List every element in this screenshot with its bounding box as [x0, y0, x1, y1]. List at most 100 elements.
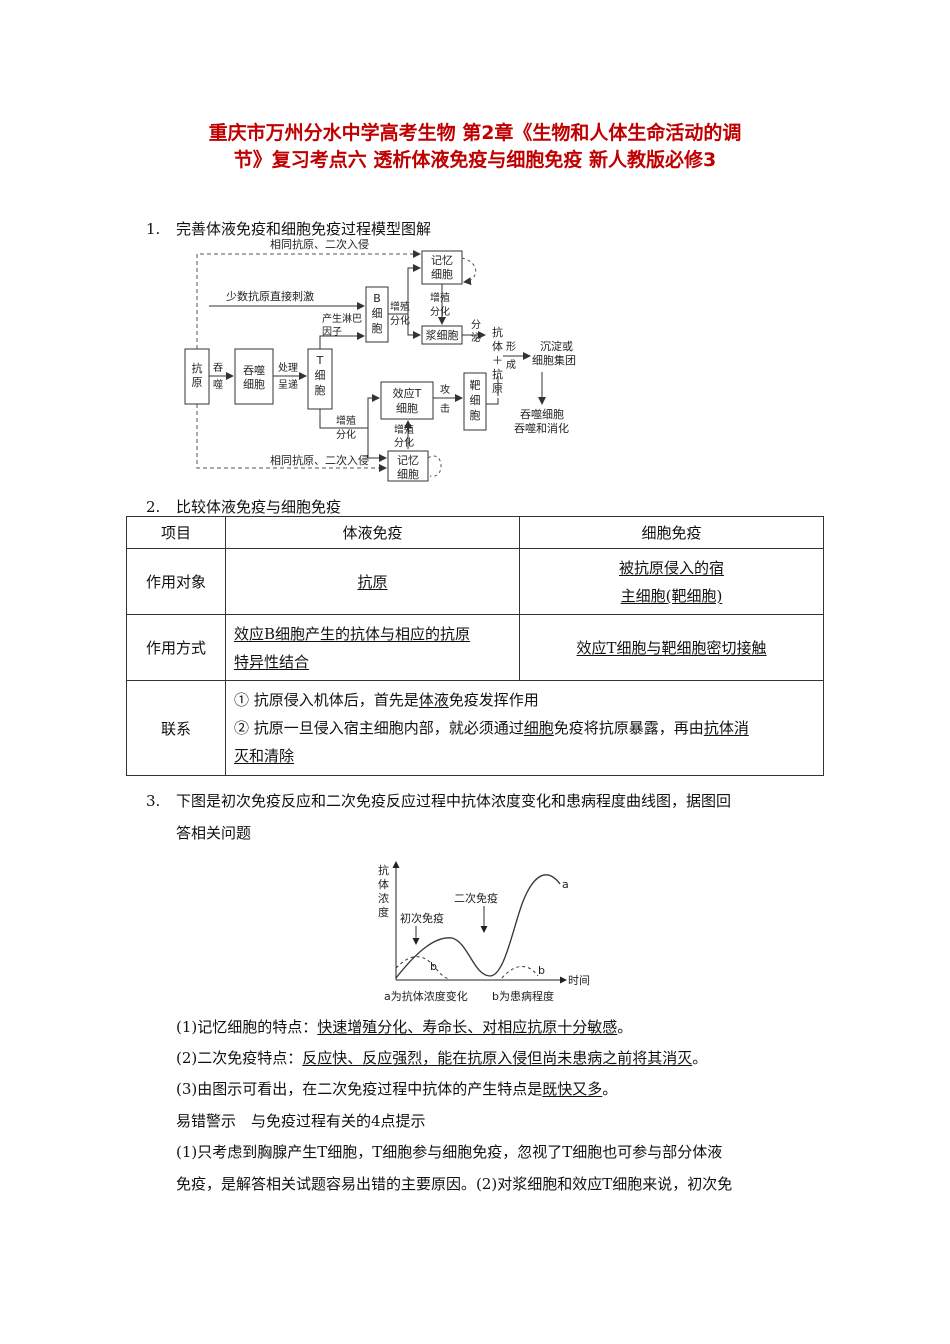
q1-suffix: 。 [617, 1018, 633, 1036]
section-1-text: 完善体液免疫和细胞免疫过程模型图解 [176, 220, 432, 238]
row1-cellular-a: 被抗原侵入的宿 [618, 558, 724, 577]
effector-t-box [380, 381, 434, 420]
process-label-1: 处理 [278, 362, 298, 374]
section-3-text-a: 下图是初次免疫反应和二次免疫反应过程中抗体浓度变化和患病程度曲线图，据图回 [176, 792, 732, 810]
arrow-t-b [319, 332, 365, 349]
row1-humoral: 抗原 [225, 548, 520, 615]
section-2-text: 比较体液免疫与细胞免疫 [176, 498, 342, 516]
row2-humoral: 效应B细胞产生的抗体与相应的抗原 特异性结合 [225, 614, 520, 681]
table-row: 作用方式 效应B细胞产生的抗体与相应的抗原 特异性结合 效应T细胞与靶细胞密切接… [126, 614, 824, 681]
target-text-2: 细 [470, 394, 481, 407]
q3-prefix: (3)由图示可看出，在二次免疫过程中抗体的产生特点是 [176, 1080, 543, 1098]
q2-suffix: 。 [692, 1049, 708, 1067]
memory2-text-1: 记忆 [397, 454, 419, 467]
target-text-3: 胞 [470, 409, 481, 422]
attack-label-2: 击 [440, 403, 450, 415]
curve-b-primary [395, 956, 451, 980]
bottom-loop-label: 相同抗原、二次入侵 [270, 453, 369, 467]
row3-label: 联系 [126, 680, 226, 776]
ylabel-1: 抗 [378, 863, 389, 877]
target-cell-box [463, 372, 487, 431]
digest-text-1: 吞噬细胞 [520, 407, 564, 421]
prolif1-label-1: 增殖 [390, 300, 410, 313]
curve-a [395, 874, 561, 979]
q3-suffix: 。 [602, 1080, 618, 1098]
row2-label: 作用方式 [126, 614, 226, 681]
antibody-text-3: ＋ [492, 354, 503, 367]
question-3: (3)由图示可看出，在二次免疫过程中抗体的产生特点是既快又多。 [176, 1078, 617, 1099]
antibody-text-2: 体 [492, 339, 503, 353]
section-2-number: 2. [146, 498, 161, 516]
secondary-label: 二次免疫 [454, 891, 498, 905]
engulf-label-1: 吞 [213, 362, 223, 374]
precipitate-text-2: 细胞集团 [532, 353, 576, 367]
row3-line2-key2: 抗体消 [703, 719, 749, 737]
row1-cellular-b: 主细胞(靶细胞) [620, 586, 723, 605]
row2-cellular: 效应T细胞与靶细胞密切接触 [519, 614, 824, 681]
section-2-heading: 2. 比较体液免疫与细胞免疫 [146, 496, 341, 517]
q2-prefix: (2)二次免疫特点： [176, 1049, 303, 1067]
arrow-t-memory2 [367, 428, 387, 462]
engulf-label-2: 噬 [213, 378, 223, 391]
section-3-heading: 3.下图是初次免疫反应和二次免疫反应过程中抗体浓度变化和患病程度曲线图，据图回 [146, 790, 731, 811]
prolif2-label-2: 分化 [336, 428, 356, 441]
secrete-label-2: 泌 [471, 331, 481, 344]
prolif2-label-1: 增殖 [336, 414, 356, 427]
row2-cellular-text: 效应T细胞与靶细胞密切接触 [576, 639, 767, 657]
row3-line1-key: 体液 [418, 691, 449, 709]
digest-text-2: 吞噬和消化 [514, 421, 569, 435]
prolif-v2-label-1: 增殖 [394, 423, 414, 436]
tip-paragraph-line-2: 免疫，是解答相关试题容易出错的主要原因。(2)对浆细胞和效应T细胞来说，初次免 [176, 1175, 733, 1193]
antibody-text-1: 抗 [492, 325, 503, 339]
process-label-2: 呈递 [278, 378, 298, 391]
prolif1-label-2: 分化 [390, 314, 410, 327]
form-label-2: 成 [506, 359, 516, 371]
warning-heading: 易错警示 与免疫过程有关的4点提示 [176, 1112, 426, 1130]
immune-flow-diagram: 抗 原 吞噬 细胞 T 细 胞 B 细 胞 记忆 细胞 浆细胞 效应T 细胞 靶… [184, 237, 576, 482]
lymphokine-label-2: 因子 [322, 326, 342, 338]
caption-b: b为患病程度 [492, 989, 554, 1003]
row3-line2-key: 细胞 [523, 719, 554, 737]
xlabel: 时间 [568, 974, 590, 987]
section-3-text-b: 答相关问题 [176, 824, 252, 842]
row3-content: ① 抗原侵入机体后，首先是体液免疫发挥作用 ② 抗原一旦侵入宿主细胞内部，就必须… [225, 680, 824, 776]
top-loop-arrow [196, 250, 421, 349]
section-1-number: 1. [146, 220, 161, 238]
effector-t-text-1: 效应T [393, 386, 422, 400]
ylabel-4: 度 [378, 905, 389, 919]
memory1-text-2: 细胞 [431, 268, 453, 281]
b-cell-text-2: 细 [372, 307, 383, 320]
q2-answer: 反应快、反应强烈，能在抗原入侵但尚未患病之前将其消灭 [302, 1049, 693, 1067]
row3-line1-pre: ① 抗原侵入机体后，首先是 [234, 691, 419, 709]
label-b2: b [538, 964, 545, 977]
secrete-label-1: 分 [471, 319, 481, 331]
curve-b-secondary [501, 966, 539, 979]
lymphokine-label-1: 产生淋巴 [322, 312, 362, 325]
few-antigen-label: 少数抗原直接刺激 [226, 289, 314, 303]
effector-t-text-2: 细胞 [396, 402, 418, 415]
table-row: 联系 ① 抗原侵入机体后，首先是体液免疫发挥作用 ② 抗原一旦侵入宿主细胞内部，… [126, 680, 824, 776]
caption-a: a为抗体浓度变化 [384, 989, 468, 1003]
memory1-text-1: 记忆 [431, 254, 453, 267]
header-cellular: 细胞免疫 [519, 516, 824, 549]
question-2: (2)二次免疫特点：反应快、反应强烈，能在抗原入侵但尚未患病之前将其消灭。 [176, 1047, 707, 1068]
top-loop-label: 相同抗原、二次入侵 [270, 237, 369, 251]
arrow-target-up [486, 398, 499, 405]
phagocyte-text-2: 细胞 [243, 378, 265, 391]
title-line-1: 重庆市万州分水中学高考生物 第2章《生物和人体生命活动的调 [208, 122, 742, 144]
prolif-v1-label-1: 增殖 [430, 291, 450, 304]
row2-humoral-b: 特异性结合 [234, 652, 310, 671]
label-b1: b [430, 960, 437, 973]
prolif-v1-label-2: 分化 [430, 305, 450, 318]
memory-cell-box-2 [387, 450, 429, 482]
page-title: 重庆市万州分水中学高考生物 第2章《生物和人体生命活动的调 节》复习考点六 透析… [100, 120, 850, 174]
header-item: 项目 [126, 516, 226, 549]
target-text-1: 靶 [470, 379, 481, 392]
arrow-b-plasma [407, 314, 421, 339]
row1-label: 作用对象 [126, 548, 226, 615]
question-1: (1)记忆细胞的特点：快速增殖分化、寿命长、对相应抗原十分敏感。 [176, 1016, 632, 1037]
precipitate-text-1: 沉淀或 [540, 339, 573, 353]
memory2-text-2: 细胞 [397, 468, 419, 481]
arrow-b-memory [388, 264, 421, 315]
t-cell-text-3: 胞 [315, 384, 326, 397]
